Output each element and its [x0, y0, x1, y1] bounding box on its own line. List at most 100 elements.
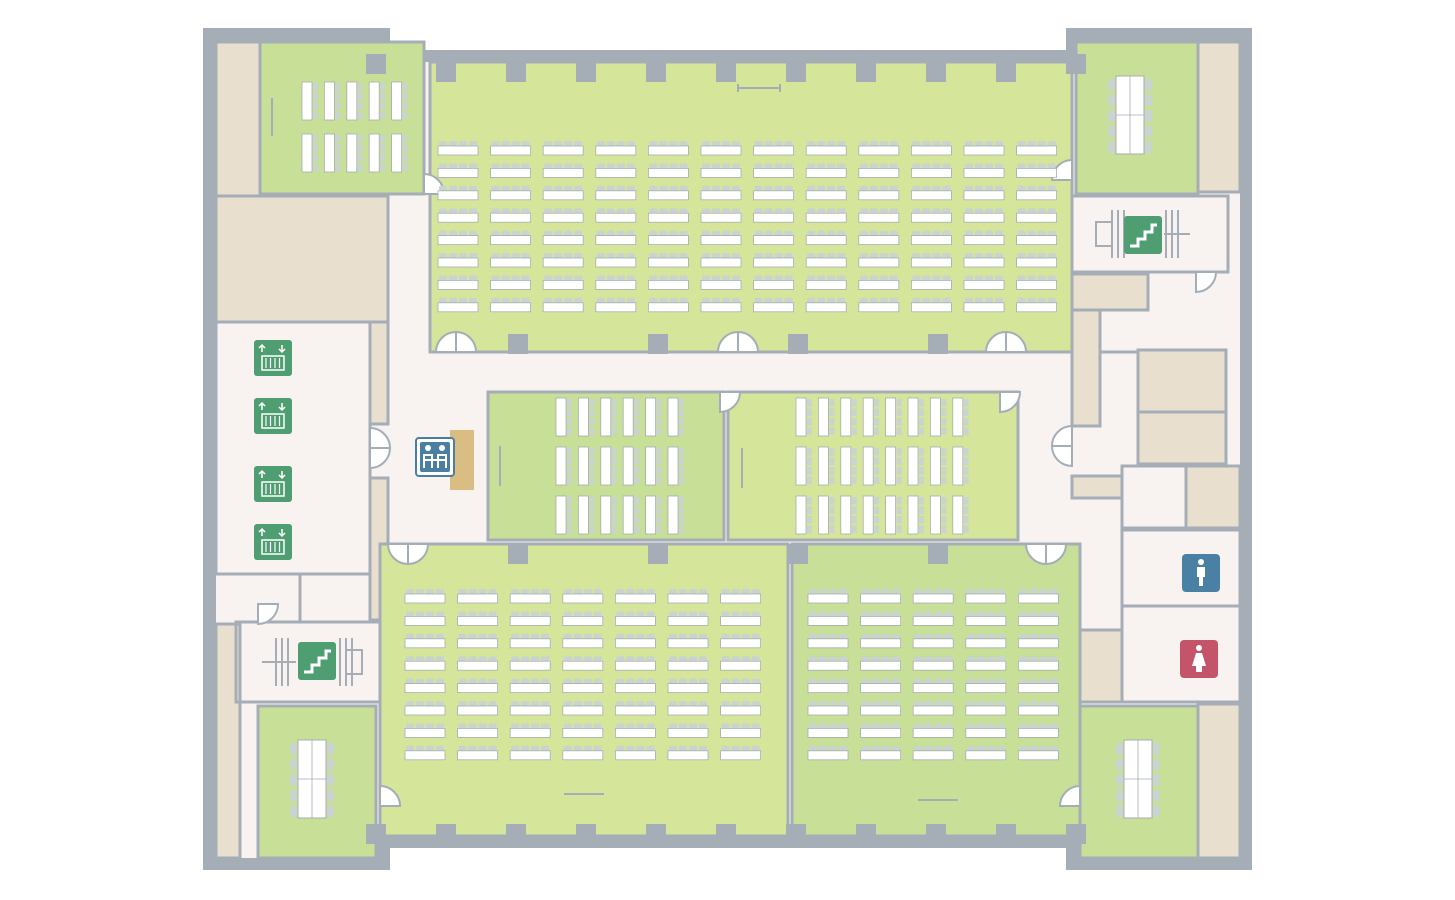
desk	[600, 495, 612, 535]
chair	[679, 230, 688, 236]
chair	[986, 589, 995, 594]
door[interactable]	[999, 391, 1022, 414]
chair	[963, 408, 969, 416]
chair	[702, 185, 710, 191]
desk	[509, 660, 551, 671]
chair	[669, 701, 677, 706]
chair	[439, 230, 447, 236]
desk	[509, 728, 551, 738]
desk	[457, 728, 499, 738]
chair	[521, 745, 530, 751]
door[interactable]	[1195, 271, 1218, 294]
chair	[817, 297, 826, 303]
chair	[807, 253, 816, 258]
chair	[914, 633, 923, 639]
chair	[544, 208, 553, 214]
desk	[858, 257, 900, 268]
door[interactable]	[369, 447, 392, 470]
chair	[699, 589, 707, 594]
desk	[963, 279, 1005, 290]
door[interactable]	[719, 391, 742, 414]
chair	[563, 611, 572, 617]
chair	[554, 208, 563, 214]
chair	[402, 154, 408, 162]
desk	[615, 705, 656, 716]
chair	[611, 467, 617, 475]
chair	[942, 297, 951, 303]
structural-column	[436, 62, 456, 82]
chair	[626, 141, 635, 146]
chair	[919, 418, 924, 426]
chair	[1116, 789, 1123, 802]
chair	[944, 589, 953, 594]
chair	[985, 208, 993, 214]
chair	[807, 208, 816, 214]
door[interactable]	[1058, 784, 1081, 807]
chair	[679, 723, 687, 729]
chair	[669, 656, 677, 662]
chair	[573, 701, 582, 706]
chair	[313, 83, 318, 91]
chair	[754, 208, 763, 214]
chair	[488, 678, 497, 684]
chair	[459, 163, 467, 169]
chair	[807, 418, 812, 426]
chair	[426, 701, 434, 706]
chair	[859, 163, 868, 169]
chair	[436, 723, 444, 729]
chair	[531, 745, 540, 751]
desk	[622, 495, 634, 535]
chair	[764, 185, 773, 191]
desk	[720, 728, 761, 738]
door[interactable]	[455, 330, 478, 353]
chair	[1039, 633, 1048, 639]
chair	[1027, 208, 1036, 214]
door[interactable]	[407, 543, 430, 566]
chair	[626, 701, 635, 706]
desk	[437, 145, 479, 156]
chair	[942, 208, 951, 214]
door[interactable]	[257, 603, 280, 626]
chair	[567, 516, 572, 524]
door[interactable]	[1045, 543, 1068, 566]
desk	[457, 750, 499, 761]
chair	[829, 678, 837, 684]
desk	[720, 616, 761, 626]
chair	[327, 805, 334, 817]
chair	[829, 448, 835, 456]
chair	[521, 275, 530, 281]
door[interactable]	[1050, 158, 1073, 181]
chair	[626, 253, 635, 258]
desk	[301, 133, 313, 173]
service-room-east-f	[1070, 474, 1124, 500]
desk	[404, 616, 446, 626]
chair	[616, 656, 625, 662]
chair	[636, 633, 645, 639]
reception-desk-icon	[415, 437, 455, 477]
chair	[941, 457, 947, 465]
desk	[615, 750, 656, 761]
structural-column	[646, 824, 666, 844]
door[interactable]	[737, 330, 760, 353]
desk	[437, 212, 479, 223]
chair	[491, 208, 500, 214]
chair	[774, 230, 783, 236]
door[interactable]	[1005, 330, 1028, 353]
desk	[930, 446, 941, 486]
chair	[531, 656, 540, 662]
chair	[478, 678, 487, 684]
door[interactable]	[379, 784, 402, 807]
chair	[649, 230, 658, 236]
desk	[795, 446, 807, 486]
chair	[636, 678, 645, 684]
desk	[1018, 638, 1059, 649]
chair	[731, 723, 740, 729]
chair	[646, 701, 655, 706]
chair	[573, 678, 582, 684]
chair	[934, 633, 943, 639]
chair	[879, 230, 888, 236]
chair	[751, 656, 760, 662]
door[interactable]	[1050, 424, 1073, 447]
elevator-icon	[254, 398, 292, 434]
seating	[290, 75, 1160, 819]
